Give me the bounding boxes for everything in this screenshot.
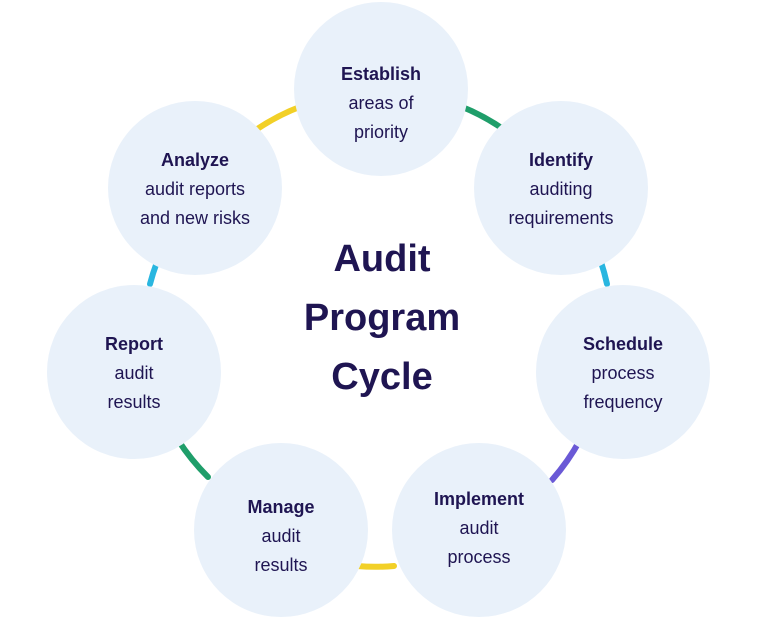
step-manage: Manage audit results: [194, 443, 368, 617]
step-line: audit: [459, 518, 498, 538]
step-heading: Report: [105, 334, 163, 354]
step-line: audit: [261, 526, 300, 546]
title-line: Program: [304, 297, 460, 339]
step-line: priority: [354, 122, 408, 142]
step-line: audit: [114, 363, 153, 383]
step-heading: Implement: [434, 489, 524, 509]
step-line: and new risks: [140, 208, 250, 228]
step-line: process: [591, 363, 654, 383]
step-circle: [392, 443, 566, 617]
step-heading: Analyze: [161, 150, 229, 170]
step-heading: Identify: [529, 150, 593, 170]
step-heading: Manage: [247, 497, 314, 517]
step-circle: [294, 2, 468, 176]
step-report: Report audit results: [47, 285, 221, 459]
cycle-steps: Establish areas of priority Identify aud…: [47, 2, 710, 617]
step-circle: [474, 101, 648, 275]
step-line: results: [107, 392, 160, 412]
step-heading: Establish: [341, 64, 421, 84]
step-line: results: [254, 555, 307, 575]
connector-arc-schedule-implement: [549, 437, 583, 483]
step-line: requirements: [508, 208, 613, 228]
step-circle: [108, 101, 282, 275]
step-establish: Establish areas of priority: [294, 2, 468, 176]
step-line: auditing: [529, 179, 592, 199]
connector-arc-identify-schedule: [598, 259, 610, 287]
step-line: audit reports: [145, 179, 245, 199]
step-heading: Schedule: [583, 334, 663, 354]
step-circle: [194, 443, 368, 617]
step-analyze: Analyze audit reports and new risks: [108, 101, 282, 275]
step-identify: Identify auditing requirements: [474, 101, 648, 275]
title-line: Cycle: [331, 356, 432, 398]
title-line: Audit: [333, 238, 430, 280]
step-line: process: [447, 547, 510, 567]
diagram-title: Audit Program Cycle: [304, 238, 460, 398]
step-schedule: Schedule process frequency: [536, 285, 710, 459]
connector-arc-manage-report: [175, 437, 211, 480]
step-circle: [536, 285, 710, 459]
step-line: areas of: [348, 93, 414, 113]
step-implement: Implement audit process: [392, 443, 566, 617]
connector-arc-implement-manage: [354, 563, 397, 570]
step-line: frequency: [583, 392, 662, 412]
step-circle: [47, 285, 221, 459]
